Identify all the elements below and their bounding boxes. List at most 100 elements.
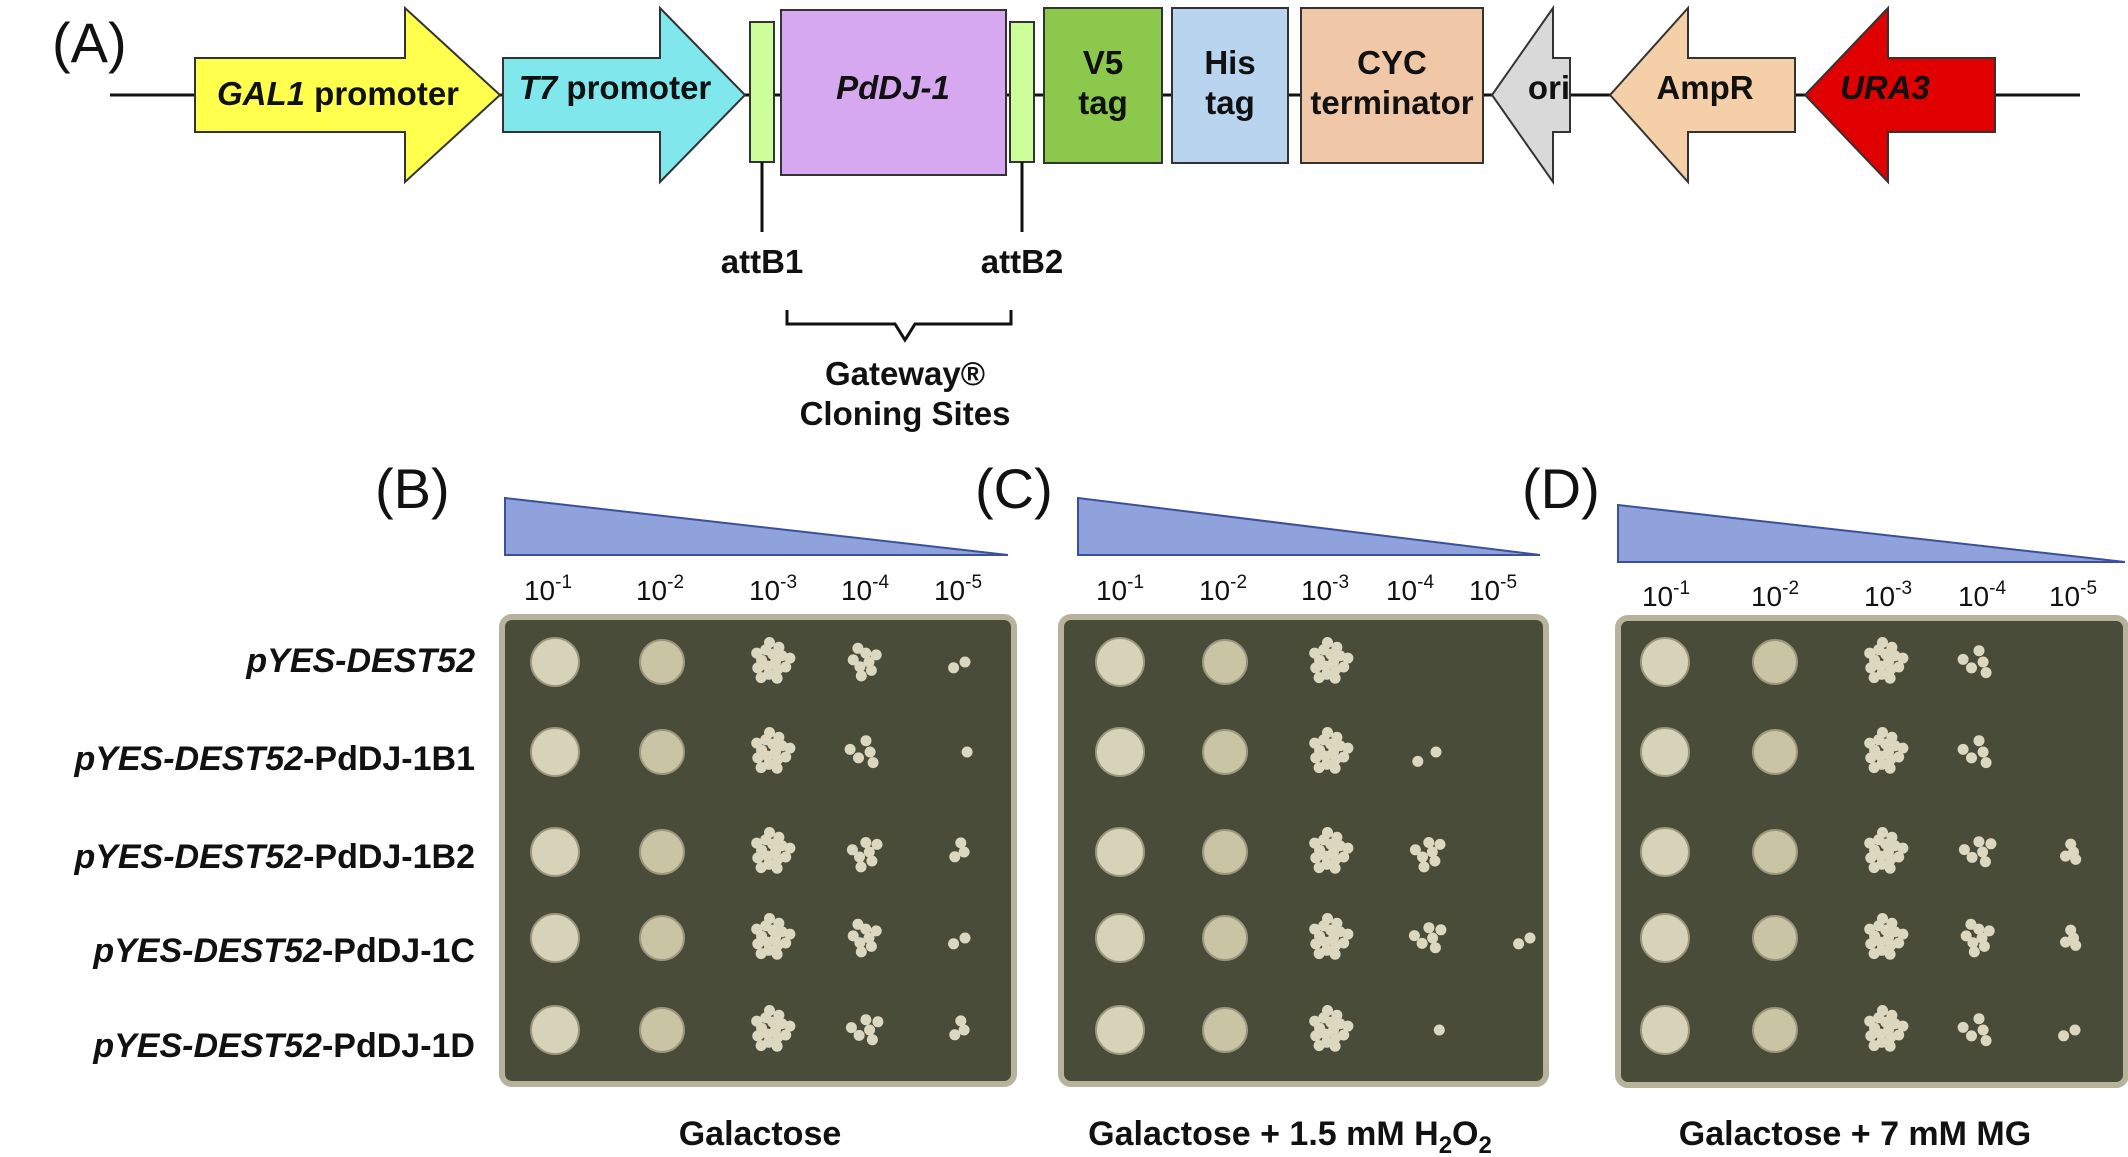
- colony-dot: [780, 751, 792, 763]
- colony-dot: [1423, 837, 1435, 848]
- colony-dot: [1310, 752, 1322, 764]
- colony-dot: [751, 923, 763, 935]
- colony-spot: [1202, 729, 1248, 775]
- colony-dot: [755, 672, 767, 684]
- colony-dot: [780, 937, 792, 949]
- colony-spot: [1095, 727, 1145, 777]
- gal1-gene-name: GAL1: [217, 75, 305, 112]
- dilution-exponent: -3: [1332, 572, 1349, 593]
- colony-dot: [1877, 1005, 1888, 1016]
- colony-dot: [1886, 831, 1898, 843]
- colony-dot: [1329, 862, 1341, 874]
- colony-dot: [1435, 924, 1447, 936]
- colony-dot: [1868, 1040, 1880, 1052]
- colony-dot: [853, 752, 864, 764]
- dilution-exponent: -4: [1417, 572, 1434, 593]
- strain-insert: -PdDJ-1D: [322, 1027, 475, 1065]
- condition-label-c: Galactose + 1.5 mM H2O2: [1088, 1115, 1492, 1157]
- colony-dot: [1864, 1015, 1876, 1027]
- colony-dot: [751, 737, 763, 749]
- colony-dot: [2070, 853, 2082, 865]
- dilution-exponent: -5: [1500, 572, 1517, 593]
- colony-dot: [752, 662, 764, 674]
- colony-dot: [1967, 937, 1979, 949]
- dilution-label: 10-2: [636, 572, 684, 606]
- colony-dot: [1433, 1024, 1445, 1036]
- strain-vector: pYES-DEST52: [92, 1027, 322, 1065]
- dilution-label: 10-4: [1958, 578, 2006, 612]
- colony-dot: [1966, 752, 1977, 764]
- colony-dot: [1977, 846, 1989, 858]
- colony-dot: [780, 1029, 792, 1041]
- colony-dot: [764, 913, 775, 924]
- colony-dot: [854, 851, 865, 863]
- dilution-label: 10-5: [934, 572, 982, 606]
- strain-insert: -PdDJ-1B2: [303, 838, 475, 876]
- gal1-promoter-arrow: GAL1 promoter: [194, 5, 502, 185]
- colony-dot: [1864, 923, 1876, 935]
- colony-dot: [1338, 751, 1350, 763]
- dilution-wedge-d: [1617, 503, 2126, 563]
- colony-dot: [771, 1040, 783, 1052]
- colony-dot: [1322, 827, 1333, 838]
- colony-dot: [1897, 742, 1909, 754]
- gateway-label-line2: Cloning Sites: [800, 395, 1011, 432]
- colony-dot: [2069, 1024, 2081, 1036]
- gal1-arrow-shape: [194, 5, 502, 185]
- dilution-exponent: -1: [555, 572, 572, 593]
- colony-dot: [1417, 851, 1428, 863]
- colony-dot: [1408, 930, 1420, 942]
- condition-c-sub1: 2: [1439, 1132, 1452, 1157]
- colony-dot: [1313, 1040, 1325, 1052]
- colony-dot: [1329, 672, 1341, 684]
- colony-dot: [1973, 923, 1985, 935]
- his-label-line1: His: [1204, 44, 1255, 81]
- colony-dot: [1884, 862, 1896, 874]
- colony-spot: [1640, 1005, 1690, 1055]
- colony-dot: [860, 837, 872, 848]
- dilution-exponent: -2: [667, 572, 684, 593]
- dilution-label: 10-3: [749, 572, 797, 606]
- colony-spot: [1202, 915, 1248, 961]
- dilution-label: 10-4: [841, 572, 889, 606]
- dilution-base: 10: [1386, 575, 1417, 606]
- colony-dot: [852, 642, 864, 654]
- colony-dot: [1342, 842, 1354, 854]
- dilution-exponent: -4: [872, 572, 889, 593]
- colony-dot: [1980, 667, 1992, 679]
- colony-dot: [1973, 836, 1985, 848]
- dilution-wedge-c: [1077, 496, 1541, 556]
- colony-dot: [1978, 940, 1990, 952]
- colony-dot: [955, 1015, 967, 1027]
- colony-dot: [1342, 742, 1354, 754]
- colony-dot: [863, 932, 875, 944]
- colony-dot: [855, 946, 867, 958]
- strain-vector: pYES-DEST52: [73, 740, 303, 778]
- colony-dot: [1897, 842, 1909, 854]
- colony-dot: [1893, 661, 1905, 673]
- colony-dot: [845, 1022, 857, 1034]
- colony-spot: [1640, 727, 1690, 777]
- colony-dot: [958, 846, 970, 858]
- colony-dot: [2065, 924, 2077, 936]
- colony-dot: [1865, 1030, 1877, 1042]
- colony-dot: [764, 1005, 775, 1016]
- colony-dot: [1426, 846, 1438, 858]
- colony-dot: [1973, 735, 1985, 747]
- colony-dot: [752, 1030, 764, 1042]
- gal1-suffix: promoter: [305, 75, 459, 112]
- colony-dot: [1309, 737, 1321, 749]
- colony-dot: [1409, 844, 1421, 856]
- colony-dot: [1965, 918, 1977, 930]
- dilution-base: 10: [749, 575, 780, 606]
- colony-dot: [949, 1029, 961, 1041]
- colony-dot: [948, 662, 960, 674]
- gateway-label-line1: Gateway®: [825, 355, 985, 392]
- dilution-label: 10-5: [1469, 572, 1517, 606]
- colony-dot: [1416, 937, 1428, 949]
- colony-dot: [1893, 851, 1905, 863]
- t7-promoter-arrow: T7 promoter: [502, 5, 747, 185]
- colony-dot: [1977, 1024, 1989, 1036]
- colony-spot: [639, 829, 685, 875]
